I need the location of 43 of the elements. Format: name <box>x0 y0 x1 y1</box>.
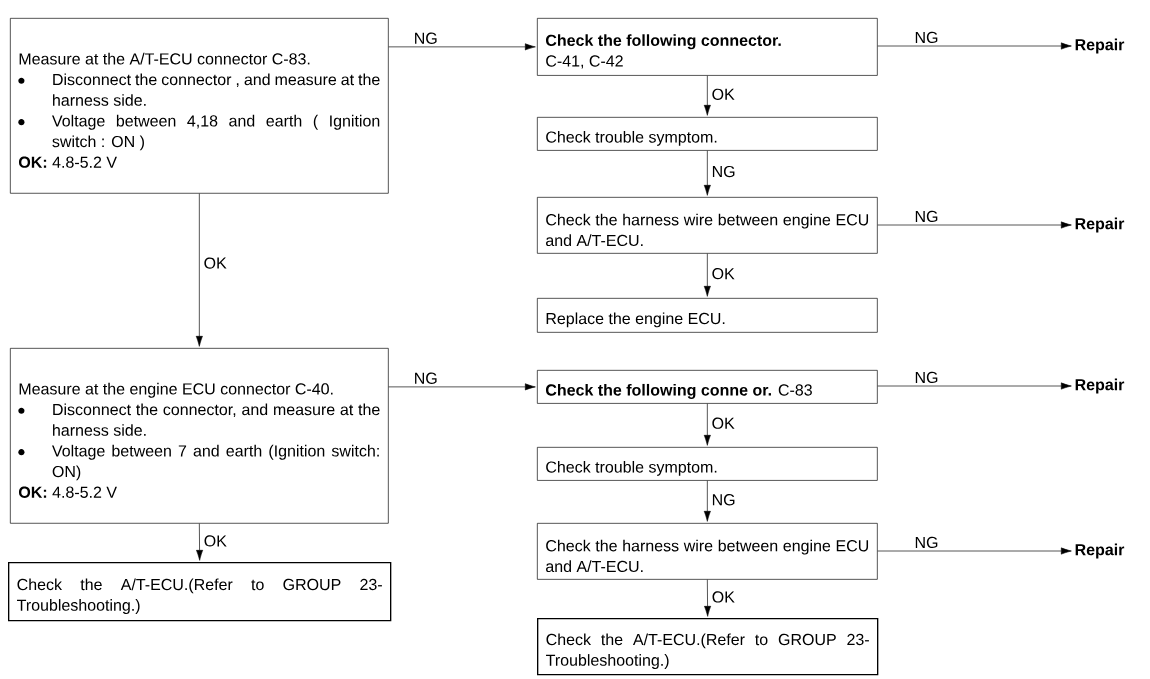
result-text: Repair <box>1075 543 1125 559</box>
arrow <box>703 150 711 196</box>
edge-label: NG <box>415 372 437 384</box>
instruction-box: Measure at the A/T-ECU connector C-83. Disconnect the connector , and measure at the harness side. Voltage between 4,18 and earth ( Ignition switch : ON ) OK: 4.8-5.2 V <box>10 18 389 194</box>
result-text: Repair <box>1075 378 1125 394</box>
process-box: Check the A/T-ECU.(Refer to GROUP 23-Troubleshooting.) <box>537 618 879 676</box>
edge-label: NG <box>712 494 735 506</box>
process-box: Check trouble symptom. <box>537 117 878 151</box>
edge-label: NG <box>915 371 938 384</box>
arrow <box>196 523 204 561</box>
process-box: Check the following connector. C-41, C-42 <box>537 18 878 76</box>
process-box: Check the A/T-ECU.(Refer to GROUP 23-Troubleshooting.) <box>8 562 392 622</box>
arrow <box>877 382 1072 390</box>
arrow <box>877 547 1072 555</box>
arrow <box>703 75 711 116</box>
edge-label: NG <box>712 165 735 178</box>
edge-label: NG <box>915 31 938 44</box>
edge-label: NG <box>915 536 938 549</box>
arrow <box>388 43 536 51</box>
edge-label: NG <box>415 32 437 44</box>
arrow <box>877 221 1072 229</box>
edge-label: NG <box>915 210 938 223</box>
edge-label: OK <box>712 417 735 429</box>
edge-label: OK <box>712 267 735 280</box>
edge-label: OK <box>712 88 735 100</box>
process-box: Replace the engine ECU. <box>537 298 878 333</box>
result-text: Repair <box>1075 217 1125 233</box>
process-box: Check the harness wire between engine ECU and A/T-ECU. <box>537 197 878 254</box>
arrow <box>195 193 203 347</box>
instruction-box: Measure at the engine ECU connector C-40. Disconnect the connector, and measure at the harness side. Voltage between 7 and earth (Ignition switch: ON) OK: 4.8-5.2 V <box>10 348 389 524</box>
process-box: Check the harness wire between engine ECU and A/T-ECU. <box>537 523 878 580</box>
arrow <box>703 403 711 446</box>
arrow <box>704 579 712 617</box>
result-text: Repair <box>1075 38 1125 54</box>
arrow <box>877 42 1072 50</box>
edge-label: OK <box>204 535 227 547</box>
arrow <box>703 253 711 297</box>
edge-label: OK <box>712 591 735 603</box>
arrow <box>388 383 536 391</box>
process-box: Check the following conne or. C-83 <box>537 370 878 404</box>
edge-label: OK <box>204 257 227 269</box>
process-box: Check trouble symptom. <box>537 447 878 481</box>
arrow <box>703 480 711 522</box>
